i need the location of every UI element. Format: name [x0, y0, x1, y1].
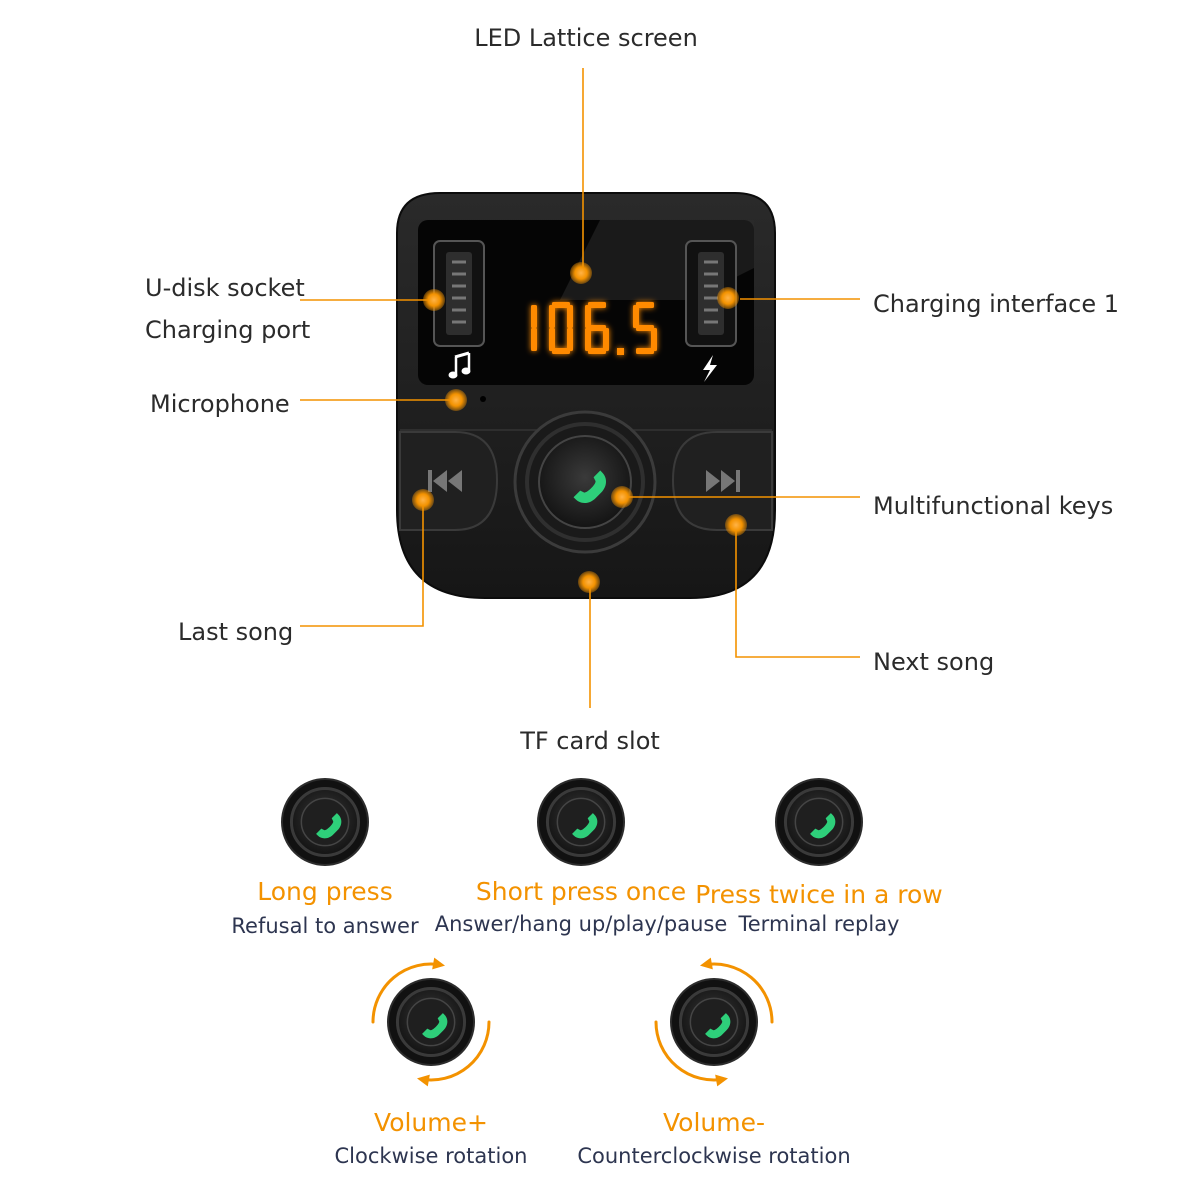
label-charging-port: Charging port — [145, 316, 311, 344]
mode-press-twice-button — [775, 778, 863, 866]
mode-volume-down-action: Volume- — [662, 1108, 766, 1137]
microphone-hole — [480, 396, 486, 402]
lcd-digit — [633, 302, 657, 354]
lightning-icon — [703, 355, 717, 382]
phone-icon — [573, 470, 607, 504]
callout-last-song — [300, 500, 424, 627]
phone-icon — [316, 813, 342, 839]
mode-long-press-result: Refusal to answer — [231, 914, 419, 938]
lcd-digit — [531, 305, 537, 351]
callout-dots — [412, 262, 747, 593]
mode-short-press-button — [537, 778, 625, 866]
knob-phone-icon — [573, 470, 607, 504]
phone-icon — [705, 1013, 731, 1039]
label-led-lattice-screen: LED Lattice screen — [474, 24, 698, 52]
counterclockwise-arrow-icon — [654, 1020, 729, 1087]
mode-volume-down-button — [670, 978, 758, 1066]
next-track-icon — [706, 470, 740, 492]
mode-volume-up-action: Volume+ — [374, 1108, 488, 1137]
lcd-decimal-point — [617, 348, 624, 355]
label-u-disk-socket: U-disk socket — [145, 274, 305, 302]
phone-icon — [810, 813, 836, 839]
clockwise-arrow-icon — [371, 957, 446, 1024]
mode-short-press-result: Answer/hang up/play/pause — [434, 912, 728, 936]
previous-track-icon — [428, 470, 462, 492]
mode-volume-down-result: Counterclockwise rotation — [577, 1144, 851, 1168]
lcd-display — [531, 302, 657, 355]
lcd-digit — [585, 302, 609, 354]
device-body — [396, 192, 776, 599]
mode-long-press-button — [281, 778, 369, 866]
label-microphone: Microphone — [150, 390, 290, 418]
clockwise-arrow-icon — [416, 1020, 491, 1087]
label-tf-card-slot: TF card slot — [520, 727, 660, 755]
mode-press-twice-result: Terminal replay — [738, 912, 900, 936]
phone-icon — [572, 813, 598, 839]
label-next-song: Next song — [873, 648, 995, 676]
mode-long-press-action: Long press — [257, 877, 393, 906]
mode-volume-up-button — [387, 978, 475, 1066]
mode-volume-up-result: Clockwise rotation — [334, 1144, 528, 1168]
label-last-song: Last song — [178, 618, 294, 646]
mode-short-press-action: Short press once — [475, 877, 687, 906]
label-charging-interface: Charging interface 1 — [873, 290, 1120, 318]
music-note-icon — [448, 351, 471, 379]
callout-lines — [300, 68, 860, 708]
counterclockwise-arrow-icon — [699, 957, 774, 1024]
lcd-digit — [549, 302, 573, 354]
callout-next-song — [735, 525, 860, 658]
label-multifunctional-keys: Multifunctional keys — [873, 492, 1114, 520]
phone-icon — [422, 1013, 448, 1039]
multifunction-knob — [513, 410, 657, 554]
mode-press-twice-action: Press twice in a row — [695, 880, 943, 909]
